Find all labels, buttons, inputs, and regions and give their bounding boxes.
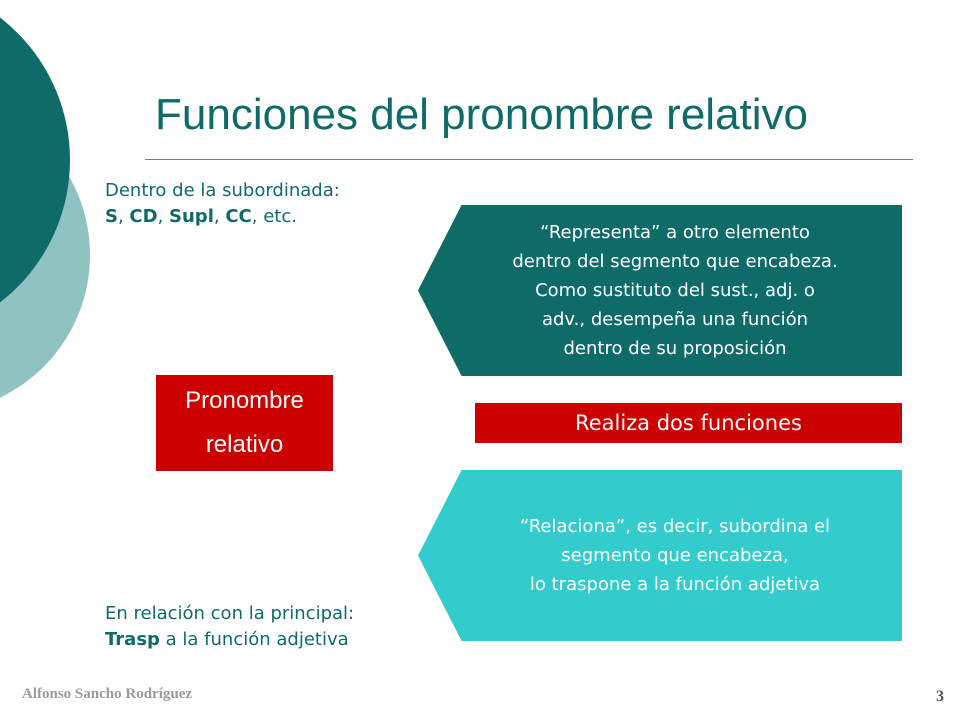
subordinate-note: Dentro de la subordinada: S, CD, Supl, C… — [105, 178, 340, 230]
footer-author: Alfonso Sancho Rodríguez — [22, 686, 193, 702]
subordinate-note-heading: Dentro de la subordinada: — [105, 180, 340, 201]
principal-note-detail: Trasp a la función adjetiva — [105, 627, 354, 653]
pronoun-box-line1: Pronombre — [185, 387, 304, 414]
separator: , — [117, 206, 130, 227]
title-underline — [145, 159, 913, 160]
relate-line: lo traspone a la función adjetiva — [529, 574, 821, 595]
represent-line: dentro del segmento que encabeza. — [512, 251, 838, 272]
relate-line: “Relaciona”, es decir, subordina el — [519, 516, 831, 537]
relate-line: segmento que encabeza, — [561, 545, 789, 566]
represent-text: “Representa” a otro elemento dentro del … — [512, 218, 837, 363]
represent-line: Como sustituto del sust., adj. o — [535, 280, 815, 301]
represent-line: dentro de su proposición — [563, 338, 787, 359]
principal-note-rest: a la función adjetiva — [159, 629, 349, 650]
relative-pronoun-box: Pronombre relativo — [156, 375, 333, 471]
principal-note: En relación con la principal: Trasp a la… — [105, 601, 354, 653]
function-s: S — [105, 206, 118, 227]
relate-text: “Relaciona”, es decir, subordina el segm… — [520, 512, 830, 599]
relate-function-box: “Relaciona”, es decir, subordina el segm… — [418, 470, 902, 641]
function-supl: Supl — [169, 206, 214, 227]
represent-line: “Representa” a otro elemento — [540, 222, 810, 243]
subordinate-note-functions: S, CD, Supl, CC, etc. — [105, 204, 340, 230]
separator: , — [157, 206, 170, 227]
function-cd: CD — [129, 206, 158, 227]
pronoun-box-line2: relativo — [205, 431, 284, 458]
represent-line: adv., desempeña una función — [541, 309, 809, 330]
decorative-circles — [0, 17, 90, 398]
function-cc: CC — [225, 206, 252, 227]
etc-text: , etc. — [251, 206, 297, 227]
slide-title: Funciones del pronombre relativo — [155, 90, 809, 139]
dark-teal-circle — [0, 17, 70, 303]
page-number: 3 — [936, 688, 944, 705]
separator: , — [213, 206, 226, 227]
two-functions-bar: Realiza dos funciones — [475, 403, 902, 443]
represent-function-box: “Representa” a otro elemento dentro del … — [418, 205, 902, 376]
principal-note-heading: En relación con la principal: — [105, 603, 355, 624]
trasp-bold: Trasp — [105, 629, 160, 650]
